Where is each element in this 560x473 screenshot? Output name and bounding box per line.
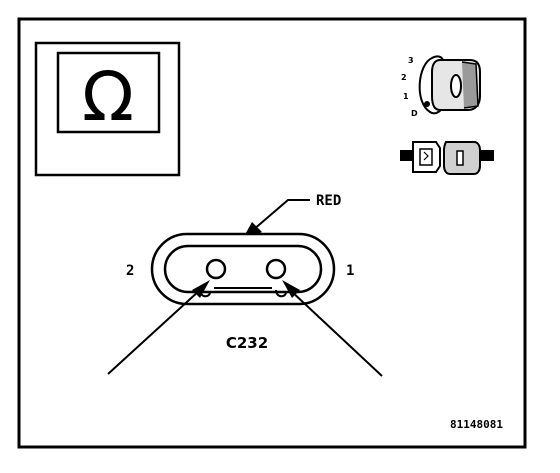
pin-2-cavity: [205, 258, 227, 280]
connector-c232: [150, 232, 336, 306]
ohm-symbol: Ω: [82, 58, 134, 137]
switch-pos-1: 1: [403, 92, 409, 101]
probe-arrow-right: [282, 280, 383, 377]
ohmmeter-icon: Ω: [34, 41, 181, 177]
connector-name: C232: [226, 334, 268, 352]
pin-2-label: 2: [126, 263, 134, 279]
outer-frame: [17, 17, 527, 449]
ignition-switch-icon: 3 2 1 D: [401, 55, 481, 118]
switch-pos-2: 2: [401, 73, 407, 82]
switch-pos-d: D: [411, 109, 418, 118]
probe-arrow-left: [107, 280, 210, 375]
switch-pos-3: 3: [408, 56, 414, 65]
connector-pair-icon: [400, 141, 494, 175]
pin-1-cavity: [265, 258, 287, 280]
figure-code: 81148081: [450, 418, 503, 431]
pin-1-label: 1: [346, 263, 354, 279]
wire-color-label: RED: [316, 193, 341, 209]
